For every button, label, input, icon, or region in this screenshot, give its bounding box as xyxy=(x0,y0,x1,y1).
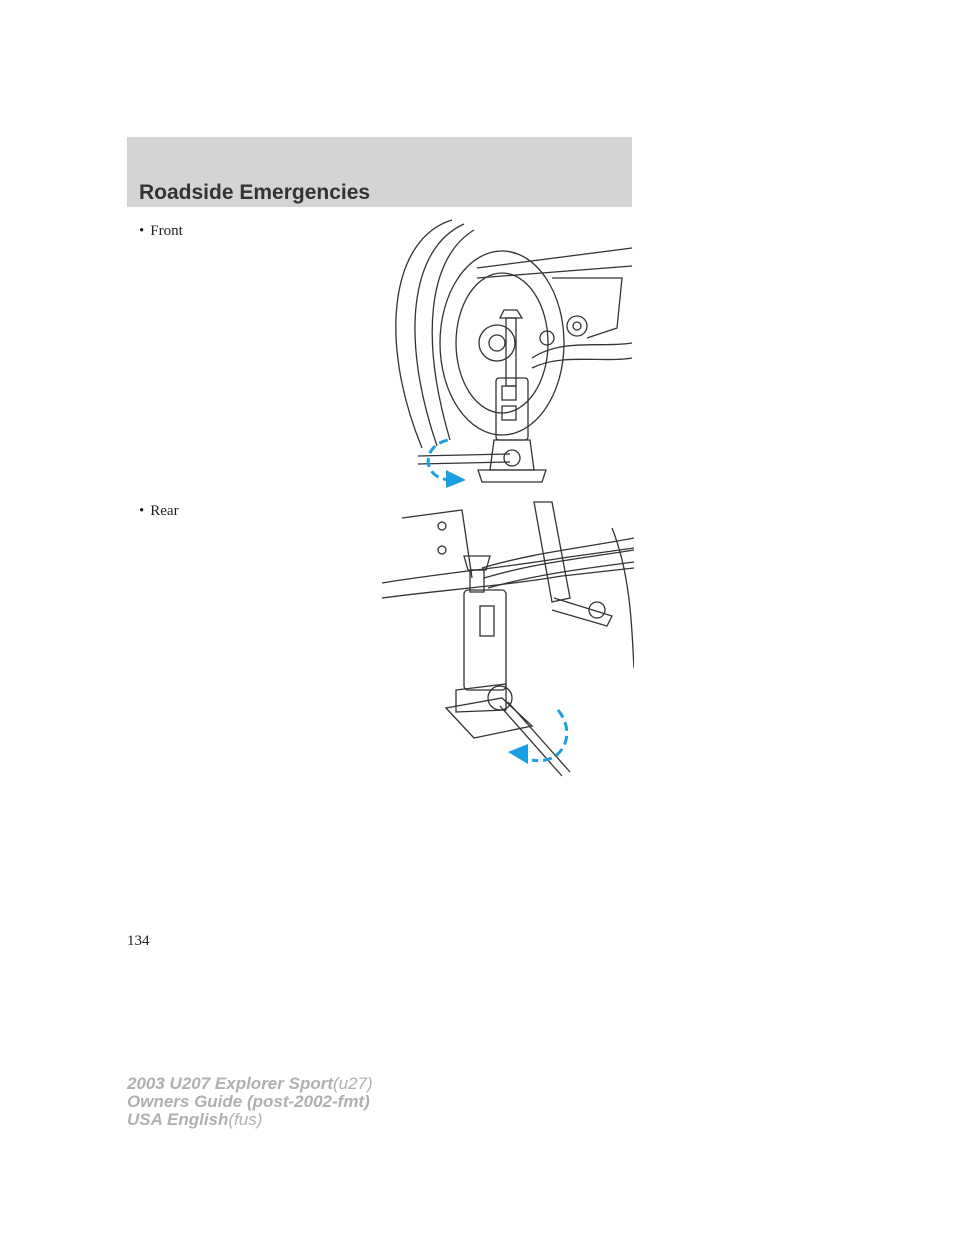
bullet-front-label: Front xyxy=(150,223,183,239)
rear-jack-illustration xyxy=(382,501,634,777)
footer-model: 2003 U207 Explorer Sport xyxy=(127,1074,333,1093)
footer-language: USA English xyxy=(127,1110,229,1129)
footer-line-3: USA English(fus) xyxy=(127,1111,373,1129)
bullet-dot: • xyxy=(139,503,145,519)
footer-line-2: Owners Guide (post-2002-fmt) xyxy=(127,1093,373,1111)
footer-guide: Owners Guide (post-2002-fmt) xyxy=(127,1092,370,1111)
bullet-rear-label: Rear xyxy=(150,503,179,519)
footer-model-code: (u27) xyxy=(332,1074,373,1093)
page-number: 134 xyxy=(127,933,150,949)
bullet-rear: • Rear xyxy=(139,503,179,520)
document-footer: 2003 U207 Explorer Sport(u27) Owners Gui… xyxy=(127,1075,373,1129)
section-header: Roadside Emergencies xyxy=(127,137,632,207)
front-jack-illustration xyxy=(395,219,633,488)
footer-line-1: 2003 U207 Explorer Sport(u27) xyxy=(127,1075,373,1093)
bullet-front: • Front xyxy=(139,223,183,240)
footer-language-code: (fus) xyxy=(228,1110,263,1129)
section-title: Roadside Emergencies xyxy=(139,181,371,204)
bullet-dot: • xyxy=(139,223,145,239)
